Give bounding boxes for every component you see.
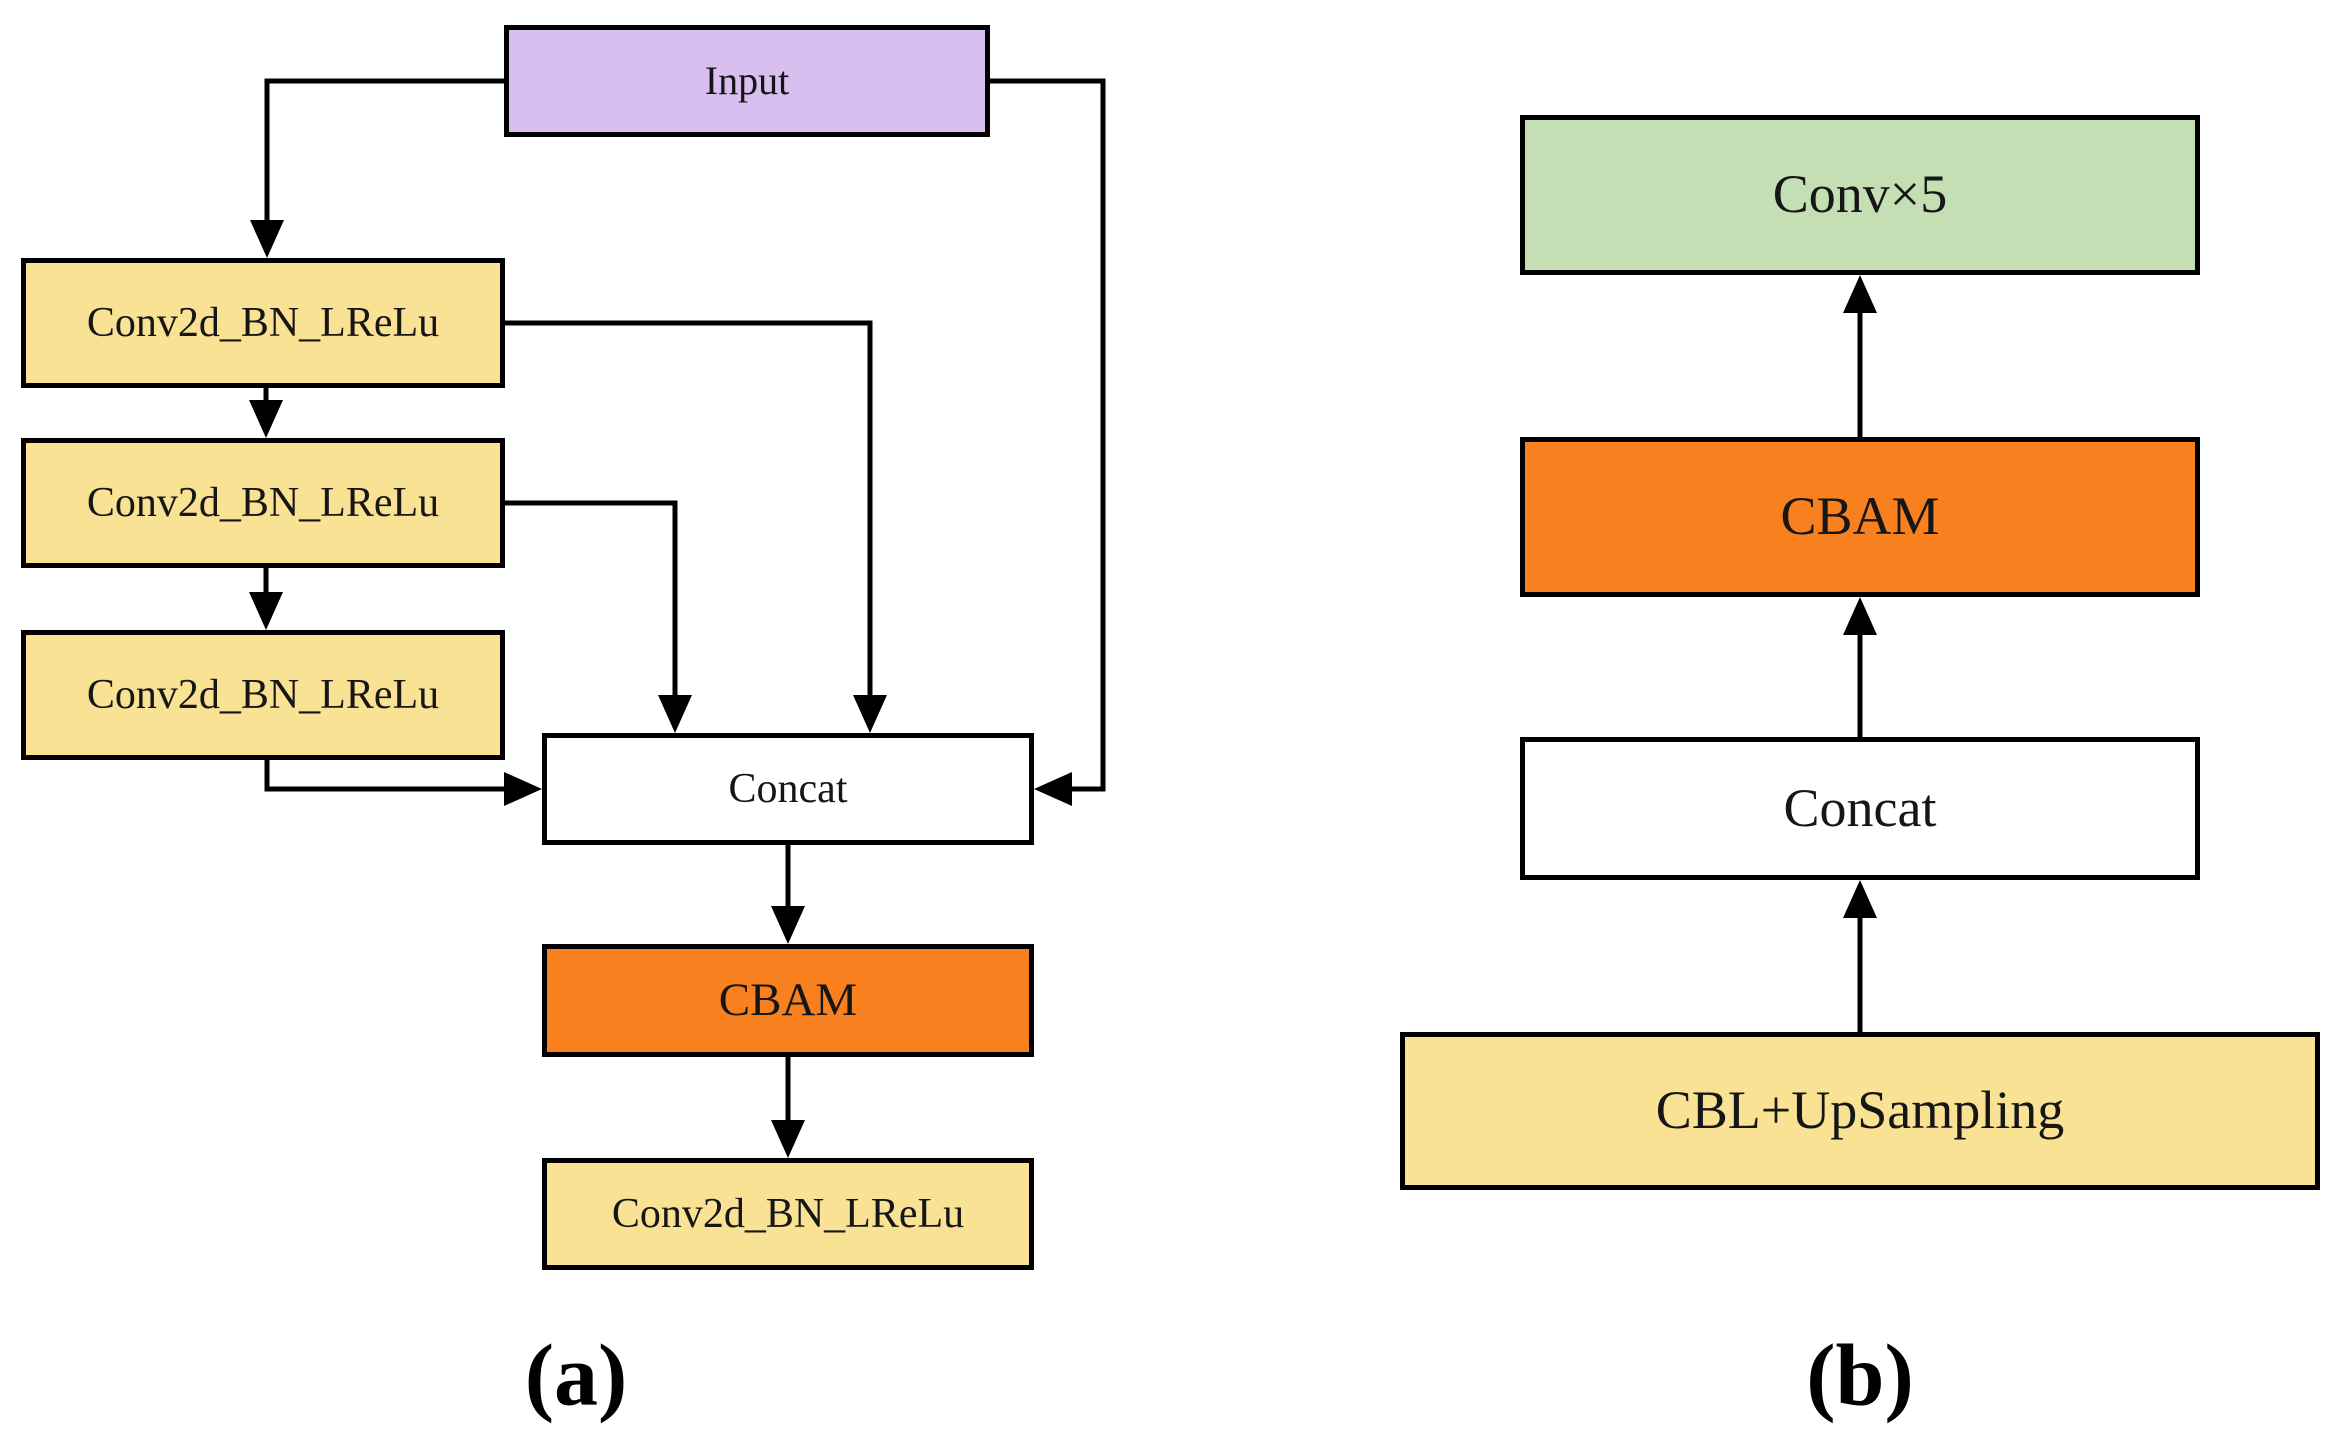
node-conv-out: Conv2d_BN_LReLu [542,1158,1034,1270]
arrowhead-cbam-to-convout [771,1120,805,1158]
arrowhead-conv2-to-conv3 [249,592,283,630]
node-input-label: Input [704,58,790,103]
node-cbl-upsampling: CBL+UpSampling [1400,1032,2320,1190]
node-concat-a-label: Concat [728,765,848,812]
arrowhead-conv1-to-conv2 [249,400,283,438]
caption-b: (b) [1806,1326,1914,1427]
node-cbam-b-label: CBAM [1780,486,1940,547]
arrowhead-input-to-concat [1034,772,1072,806]
node-conv1-label: Conv2d_BN_LReLu [86,299,440,346]
caption-a: (a) [525,1326,628,1427]
node-concat-b: Concat [1520,737,2200,880]
node-conv3-label: Conv2d_BN_LReLu [86,671,440,718]
edge-input-to-concat [990,78,1106,792]
node-conv2: Conv2d_BN_LReLu [21,438,505,568]
node-cbam-b: CBAM [1520,437,2200,597]
node-conv5-label: Conv×5 [1772,164,1948,225]
arrowhead-cbamb-to-conv5 [1843,275,1877,313]
node-concat-a: Concat [542,733,1034,845]
arrowhead-concatb-to-cbamb [1843,597,1877,635]
node-input: Input [504,25,990,137]
edge-conv3-to-concat [264,760,506,792]
node-conv3: Conv2d_BN_LReLu [21,630,505,760]
caption-b-text: (b) [1806,1327,1914,1425]
node-conv1: Conv2d_BN_LReLu [21,258,505,388]
node-conv-out-label: Conv2d_BN_LReLu [611,1190,965,1237]
node-conv5: Conv×5 [1520,115,2200,275]
edge-input-to-conv1 [264,78,504,222]
edge-conv2-to-concat [505,500,678,697]
arrowhead-conv2-to-concat [658,695,692,733]
edge-conv1-to-concat [505,320,873,697]
caption-a-text: (a) [524,1327,628,1425]
node-cbam-a: CBAM [542,944,1034,1057]
node-cbl-upsampling-label: CBL+UpSampling [1655,1080,2065,1141]
arrowhead-cbl-to-concatb [1843,880,1877,918]
node-conv2-label: Conv2d_BN_LReLu [86,479,440,526]
arrowhead-conv3-to-concat [504,772,542,806]
arrowhead-conv1-to-concat [853,695,887,733]
arrowhead-concat-to-cbam [771,906,805,944]
node-cbam-a-label: CBAM [718,973,858,1026]
node-concat-b-label: Concat [1783,777,1937,838]
arrowhead-input-to-conv1 [250,220,284,258]
